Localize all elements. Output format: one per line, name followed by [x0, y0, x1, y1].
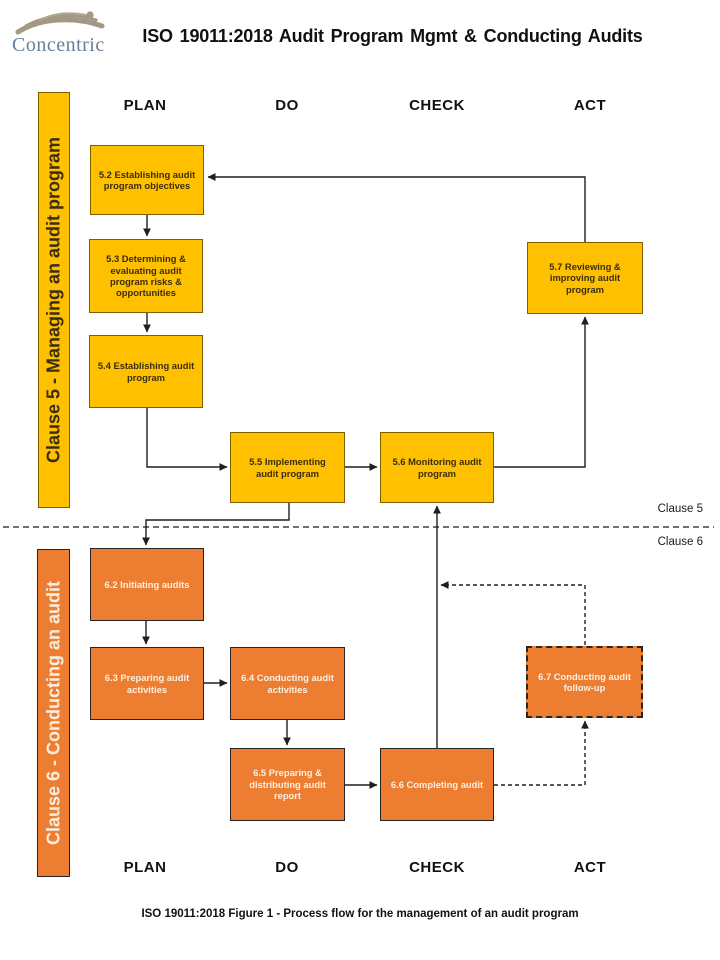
connector-54-to-55: [146, 408, 228, 471]
connector-55-to-62: [142, 503, 290, 546]
box-6-5-preparing-distributing-audit-report: 6.5 Preparing & distributing audit repor…: [230, 748, 345, 821]
connector-66-to-67-dashed: [494, 720, 589, 786]
pdca-header-act-bottom: ACT: [573, 859, 607, 876]
clause5-divider-label: Clause 5: [657, 503, 703, 515]
box-5-4-establishing-audit-program: 5.4 Establishing audit program: [89, 335, 203, 408]
box-5-2-establishing-audit-program-objectives: 5.2 Establishing audit program objective…: [90, 145, 204, 215]
box-5-6-monitoring-audit-program: 5.6 Monitoring audit program: [380, 432, 494, 503]
box-6-3-preparing-audit-activities: 6.3 Preparing audit activities: [90, 647, 204, 720]
box-6-4-conducting-audit-activities: 6.4 Conducting audit activities: [230, 647, 345, 720]
box-5-3-determining-evaluating-risks: 5.3 Determining & evaluating audit progr…: [89, 239, 203, 313]
connector-56-to-57: [494, 316, 589, 468]
box-label: 5.6 Monitoring audit program: [392, 456, 482, 479]
sidebar-clause5-label: Clause 5 - Managing an audit program: [43, 136, 64, 464]
box-5-5-implementing-audit-program: 5.5 Implementing audit program: [230, 432, 345, 503]
pdca-header-act-top: ACT: [573, 97, 607, 114]
sidebar-clause6-bar: Clause 6 - Conducting an audit: [37, 549, 70, 877]
box-6-6-completing-audit: 6.6 Completing audit: [380, 748, 494, 821]
box-label: 5.3 Determining & evaluating audit progr…: [106, 253, 186, 299]
pdca-header-check-bottom: CHECK: [409, 859, 465, 876]
box-label: 6.3 Preparing audit activities: [104, 672, 190, 695]
box-label: 6.4 Conducting audit activities: [241, 672, 334, 695]
box-label: 5.5 Implementing audit program: [249, 456, 326, 479]
box-label: 6.5 Preparing & distributing audit repor…: [249, 767, 326, 802]
box-label: 6.7 Conducting audit follow-up: [538, 670, 631, 693]
box-5-7-reviewing-improving-audit-program: 5.7 Reviewing & improving audit program: [527, 242, 643, 314]
sidebar-clause6-label: Clause 6 - Conducting an audit: [43, 580, 63, 846]
concentric-swirl-icon: [15, 11, 105, 35]
box-label: 6.6 Completing audit: [390, 778, 484, 790]
page-title: ISO 19011:2018 Audit Program Mgmt & Cond…: [142, 26, 643, 46]
pdca-header-do-top: DO: [275, 97, 299, 114]
pdca-header-plan-bottom: PLAN: [123, 859, 167, 876]
figure-caption: ISO 19011:2018 Figure 1 - Process flow f…: [141, 908, 579, 920]
connector-57-to-52-feedback: [207, 173, 586, 242]
pdca-header-do-bottom: DO: [275, 859, 299, 876]
concentric-logo: Concentric: [10, 10, 130, 62]
box-label: 5.7 Reviewing & improving audit program: [549, 260, 621, 295]
pdca-header-plan-top: PLAN: [123, 97, 167, 114]
logo-wordmark: Concentric: [12, 34, 105, 56]
sidebar-clause5-bar: Clause 5 - Managing an audit program: [38, 92, 70, 508]
box-label: 5.2 Establishing audit program objective…: [98, 168, 196, 191]
clause6-divider-label: Clause 6: [657, 536, 703, 548]
box-label: 6.2 Initiating audits: [104, 578, 190, 590]
box-6-2-initiating-audits: 6.2 Initiating audits: [90, 548, 204, 621]
box-label: 5.4 Establishing audit program: [97, 360, 195, 383]
pdca-header-check-top: CHECK: [409, 97, 465, 114]
connector-67-feedback-dashed: [440, 581, 586, 645]
box-6-7-conducting-audit-follow-up: 6.7 Conducting audit follow-up: [526, 646, 643, 718]
